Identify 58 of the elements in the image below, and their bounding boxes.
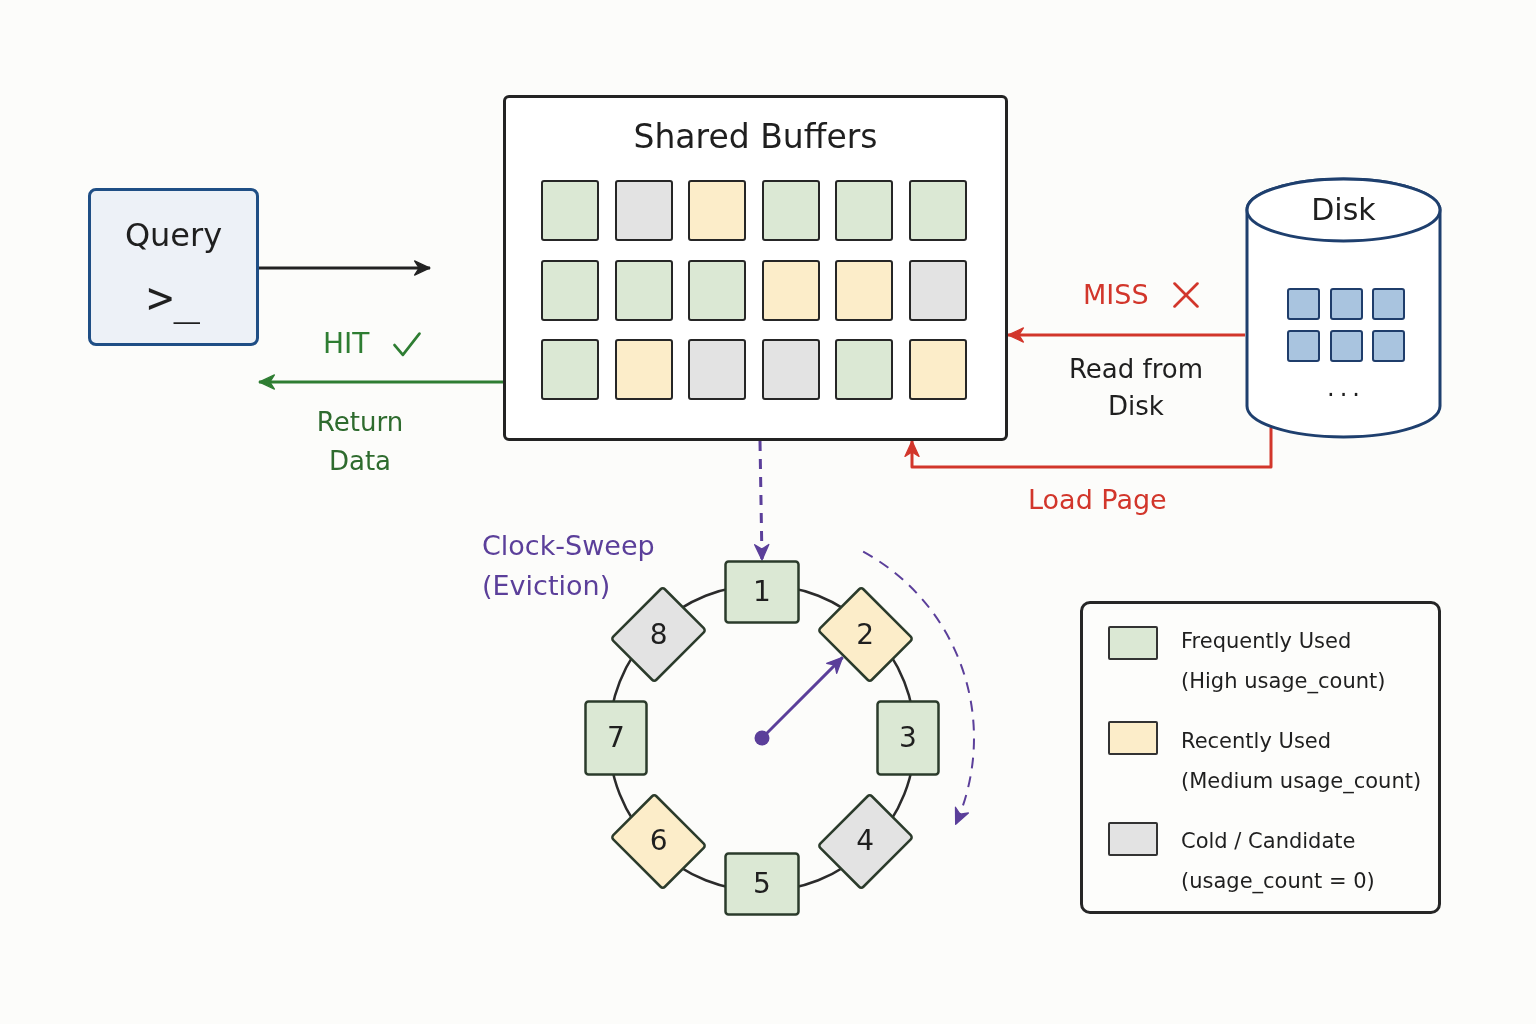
disk-cylinder	[1245, 177, 1442, 439]
arrow	[258, 374, 503, 390]
buffer-page	[541, 339, 599, 400]
buffer-page	[835, 259, 894, 321]
clock-slot	[724, 560, 800, 624]
buffer-page	[614, 339, 673, 400]
legend-text: Recently Used (Medium usage_count)	[1181, 728, 1423, 796]
box-title: Query	[124, 215, 223, 256]
buffer-page	[761, 180, 820, 241]
slot-number: 2	[856, 616, 875, 653]
slot-number: 3	[899, 720, 917, 756]
buffer-page	[614, 259, 673, 321]
arrow	[754, 440, 770, 561]
clock-slot	[724, 852, 800, 916]
buffer-page	[541, 259, 599, 321]
arrow	[904, 427, 1273, 469]
arrow	[1007, 327, 1245, 343]
buffer-page	[835, 180, 894, 241]
disk-page	[1372, 288, 1405, 320]
buffer-page	[909, 259, 967, 321]
clock-slot	[876, 700, 940, 776]
clock-slot	[584, 700, 648, 776]
buffer-page	[761, 259, 820, 321]
slot-number: 7	[607, 720, 625, 756]
annotation-text: Read from Disk	[1067, 353, 1205, 423]
query-box	[88, 188, 259, 346]
buffer-page	[688, 180, 747, 241]
buffer-page	[761, 339, 820, 400]
slot-number: 4	[856, 823, 875, 860]
legend-text: Cold / Candidate (usage_count = 0)	[1181, 828, 1376, 896]
disk-page	[1287, 288, 1320, 320]
terminal-prompt: >_	[147, 271, 200, 326]
buffer-pool-panel	[503, 95, 1008, 441]
disk-page	[1329, 288, 1363, 320]
ellipsis-text: ...	[1326, 373, 1365, 403]
buffer-page	[909, 180, 967, 241]
buffer-page	[688, 339, 747, 400]
diagram-label: Clock-Sweep (Eviction)	[482, 529, 656, 603]
slot-number: 1	[753, 574, 771, 610]
disk-page	[1287, 330, 1320, 362]
legend-text: Frequently Used (High usage_count)	[1181, 628, 1387, 696]
annotation-text: Return Data	[315, 406, 405, 478]
panel-title: Shared Buffers	[633, 116, 878, 158]
arrow	[259, 260, 431, 276]
buffer-page	[835, 339, 894, 400]
slot-number: 5	[753, 866, 771, 902]
edge-label: MISS	[1083, 278, 1149, 312]
buffer-page	[688, 259, 747, 321]
buffer-page	[614, 180, 673, 241]
edge-label: HIT	[323, 327, 370, 361]
disk-page	[1372, 330, 1405, 362]
edge-label: Load Page	[1028, 483, 1167, 517]
buffer-page	[541, 180, 599, 241]
disk-label: Disk	[1311, 191, 1376, 229]
buffer-page	[909, 339, 967, 400]
disk-page	[1329, 330, 1363, 362]
slot-number: 6	[649, 823, 668, 860]
slot-number: 8	[649, 616, 668, 653]
